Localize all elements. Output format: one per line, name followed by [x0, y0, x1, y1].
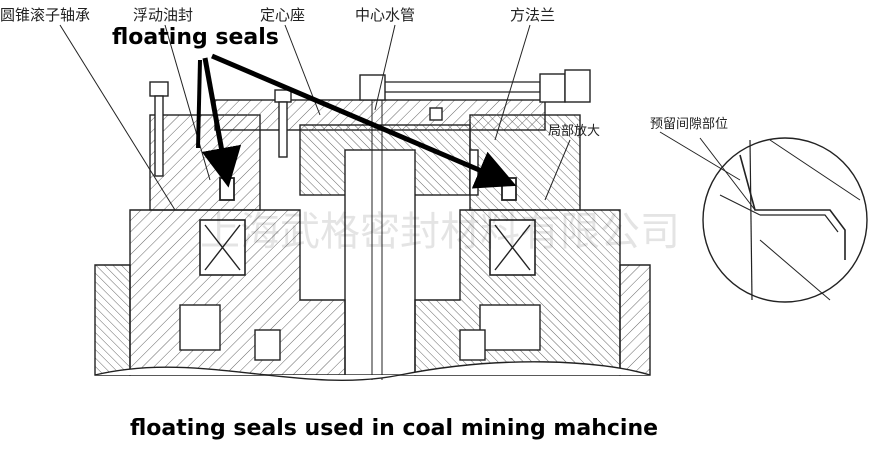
leader-detail: [544, 139, 571, 201]
label-floating-seal: 浮动油封: [133, 6, 193, 24]
label-bearing: 圆锥滚子轴承: [0, 6, 90, 24]
annotation-arrows: [196, 53, 517, 189]
label-flange: 方法兰: [510, 6, 555, 24]
caption: floating seals used in coal mining mahci…: [130, 416, 658, 441]
label-water-pipe: 中心水管: [355, 6, 415, 24]
arrow-left-seal: [201, 57, 242, 188]
label-center-seat: 定心座: [260, 6, 305, 24]
leader-flange: [494, 24, 531, 141]
watermark-text: 上海武格密封材料有限公司: [200, 209, 680, 255]
label-gap: 预留间隙部位: [650, 117, 728, 132]
leader-bearing: [59, 24, 176, 211]
detail-magnified-view: [699, 137, 868, 303]
annotation-floating-seals: floating seals: [112, 25, 279, 50]
arrow-right-seal: [211, 53, 517, 189]
label-detail: 局部放大: [548, 124, 600, 139]
leader-gap: [659, 131, 741, 181]
arrow-left-stem: [196, 59, 202, 149]
leader-water-pipe: [374, 24, 396, 111]
